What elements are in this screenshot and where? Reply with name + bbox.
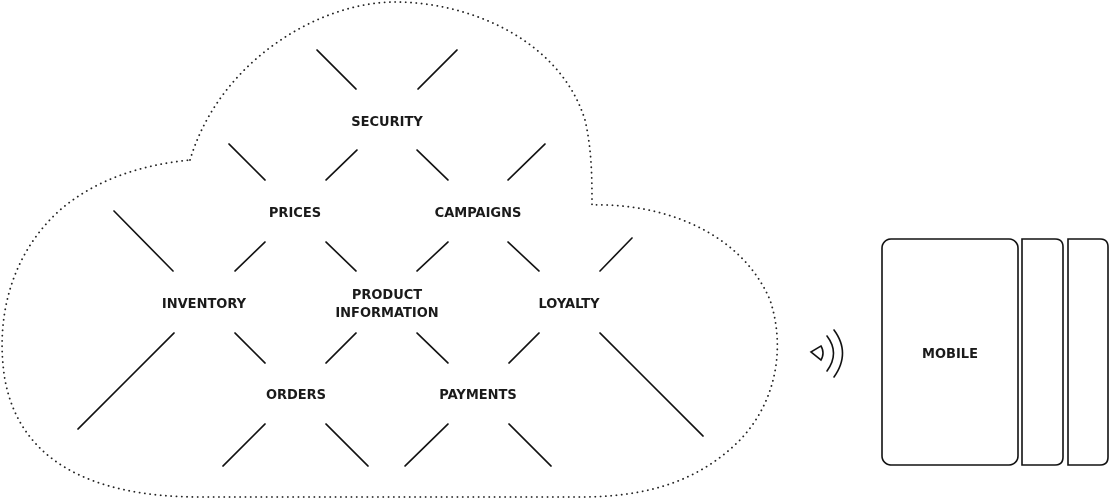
mobile-device-stack: MOBILE	[881, 238, 1109, 466]
connector	[417, 49, 458, 90]
connector	[325, 332, 357, 364]
connector	[234, 332, 266, 364]
connector	[599, 237, 633, 272]
connector	[416, 241, 449, 272]
node-product-information-line2: INFORMATION	[335, 306, 438, 321]
connector	[325, 241, 357, 272]
node-prices: PRICES	[269, 206, 321, 221]
node-inventory: INVENTORY	[162, 297, 247, 312]
connector	[599, 332, 704, 437]
node-product-information-line1: PRODUCT	[352, 288, 422, 303]
connector	[508, 423, 552, 467]
connector	[416, 332, 449, 364]
node-security: SECURITY	[351, 115, 423, 130]
node-orders: ORDERS	[266, 388, 326, 403]
connector	[222, 423, 266, 467]
connector	[507, 241, 540, 272]
connector	[113, 210, 174, 272]
mobile-card-front	[881, 238, 1019, 466]
wireless-signal-icon	[809, 329, 844, 378]
connector	[228, 143, 266, 181]
connector	[416, 149, 449, 181]
connector	[316, 49, 357, 90]
connector	[234, 241, 266, 272]
node-campaigns: CAMPAIGNS	[435, 206, 522, 221]
cloud-outline	[1, 1, 779, 498]
connector	[508, 332, 540, 364]
connector	[404, 423, 449, 467]
mobile-card-back	[1067, 238, 1109, 466]
connector	[325, 423, 369, 467]
connector	[507, 143, 546, 181]
connector-lines	[77, 49, 704, 467]
connector	[77, 332, 175, 430]
mobile-label: MOBILE	[922, 347, 978, 362]
node-payments: PAYMENTS	[439, 388, 517, 403]
connector	[325, 149, 358, 181]
node-loyalty: LOYALTY	[538, 297, 600, 312]
mobile-card-middle	[1021, 238, 1064, 466]
